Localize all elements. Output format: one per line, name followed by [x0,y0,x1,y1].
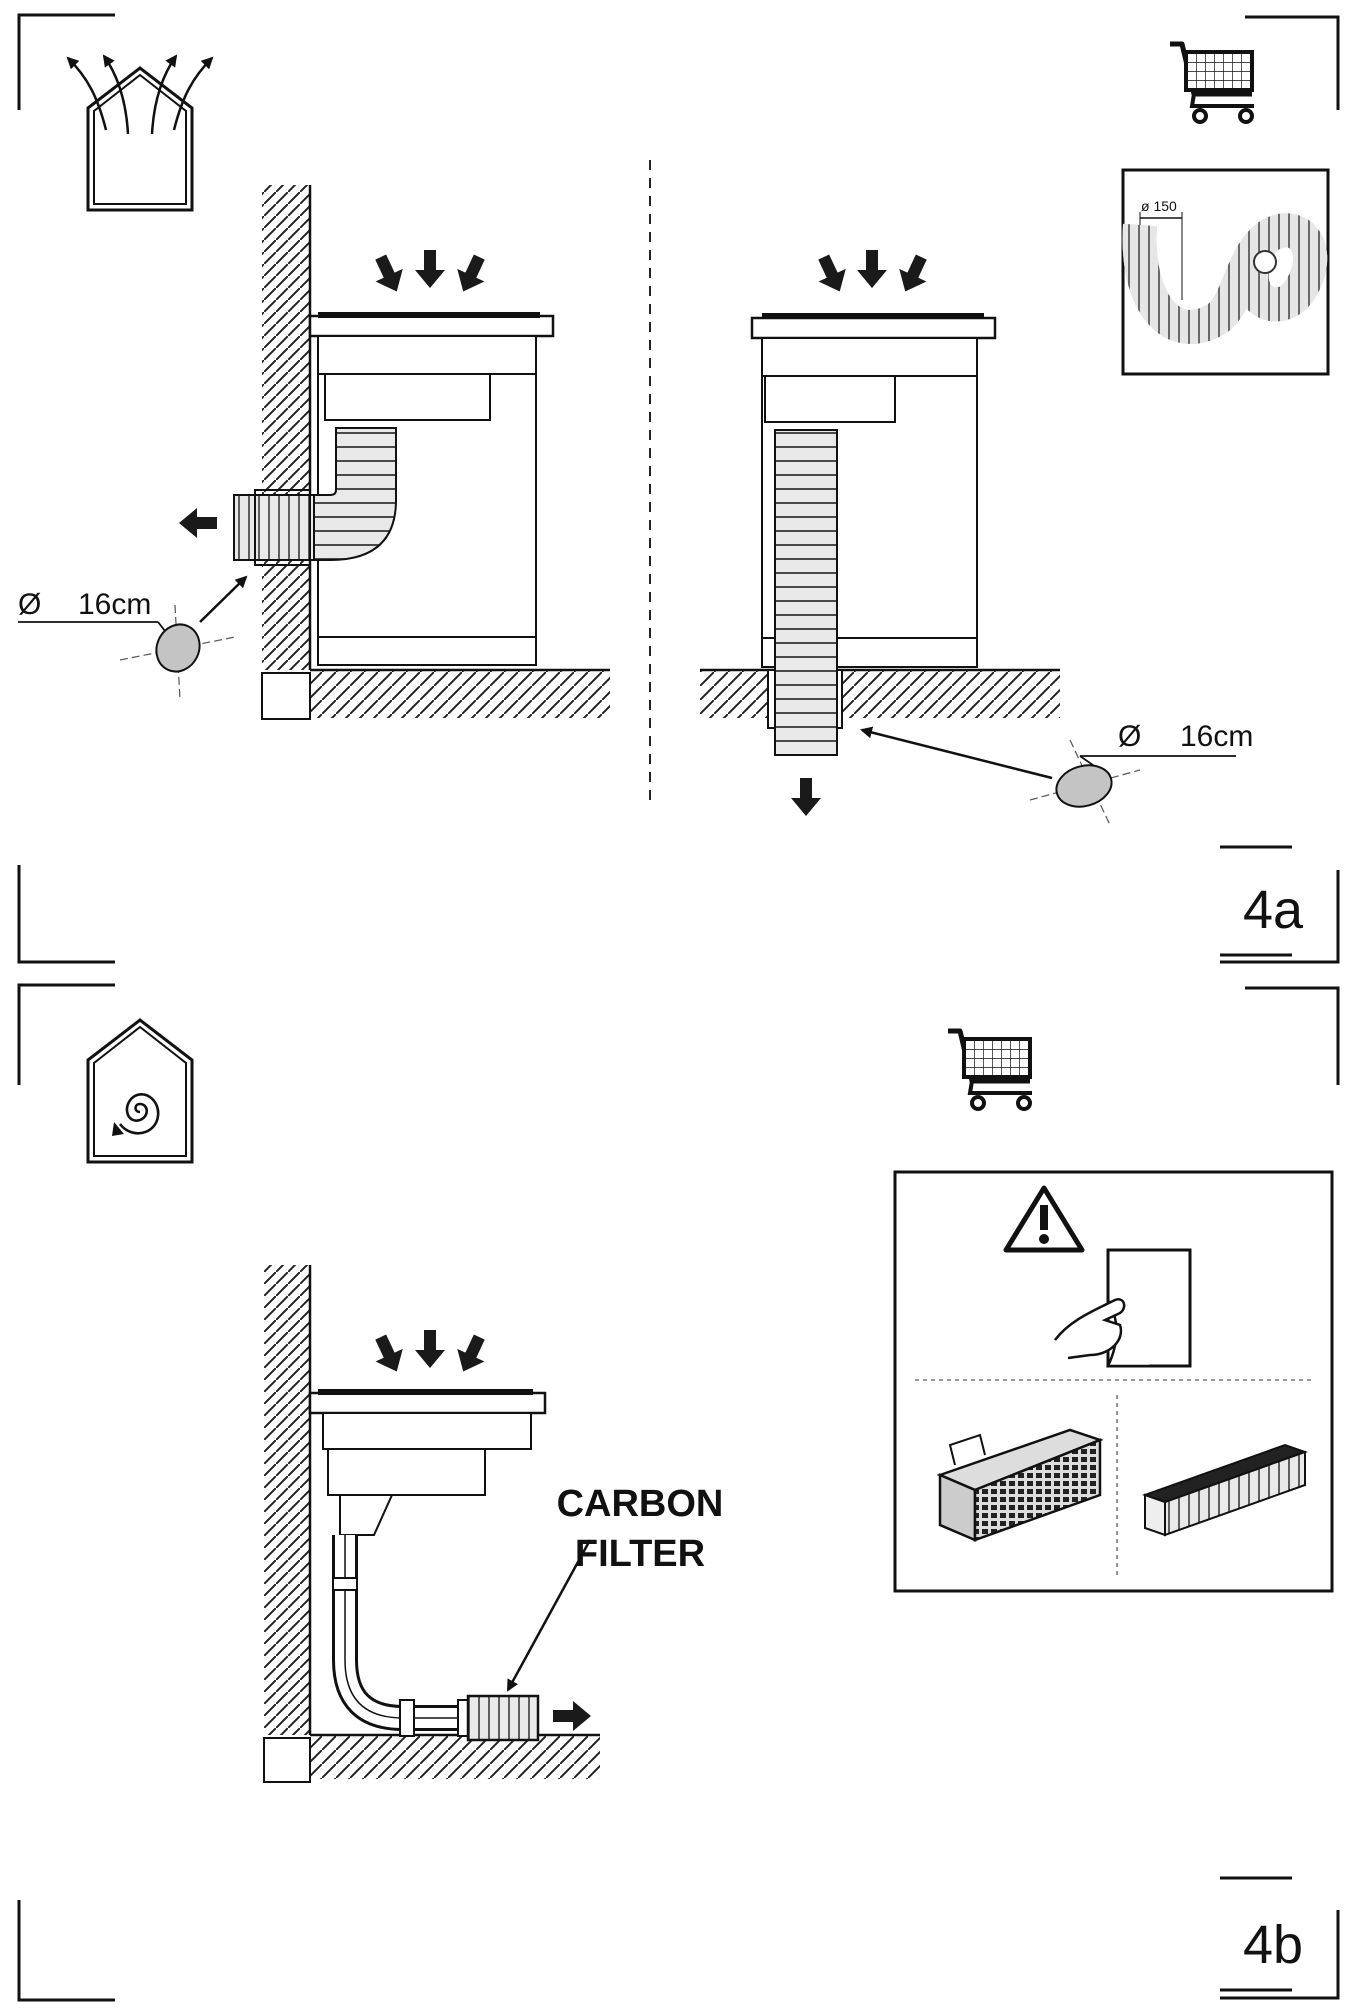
grease-filter-image [936,1428,1104,1542]
carbon-filter-image [1142,1443,1308,1537]
figure-number-4a: 4a [1243,880,1304,940]
flexible-duct-image [1122,213,1328,344]
shopping-cart-icon [1170,44,1254,122]
frame-corners-4a [17,13,1340,964]
floor-outlet-diameter-label: 16cm [1180,720,1253,753]
diameter-symbol: Ø [18,588,41,621]
wall-outlet-diameter-label: 16cm [78,588,151,621]
duct-diameter-label: ø 150 [1141,198,1177,214]
frame-corners-4b [17,983,1340,2002]
house-exhaust-icon [66,54,214,212]
duct-accessory-box: ø 150 [1121,168,1330,376]
shopping-cart-icon-2 [948,1031,1032,1109]
house-recirculation-icon [86,1018,194,1164]
carbon-filter-label-line1: CARBON [557,1483,724,1525]
wall-outlet-diagram: Ø 16cm [18,185,610,720]
filter-accessory-box [893,1170,1334,1593]
warning-triangle-icon [1003,1185,1085,1253]
diameter-symbol-2: Ø [1118,720,1141,753]
floor-outlet-diagram: Ø 16cm [700,250,1253,826]
peel-film-icon [1054,1248,1192,1368]
carbon-filter-label-line2: FILTER [575,1533,705,1575]
recirculation-diagram: CARBON FILTER [263,1265,724,1783]
figure-number-4b: 4b [1243,1915,1303,1975]
